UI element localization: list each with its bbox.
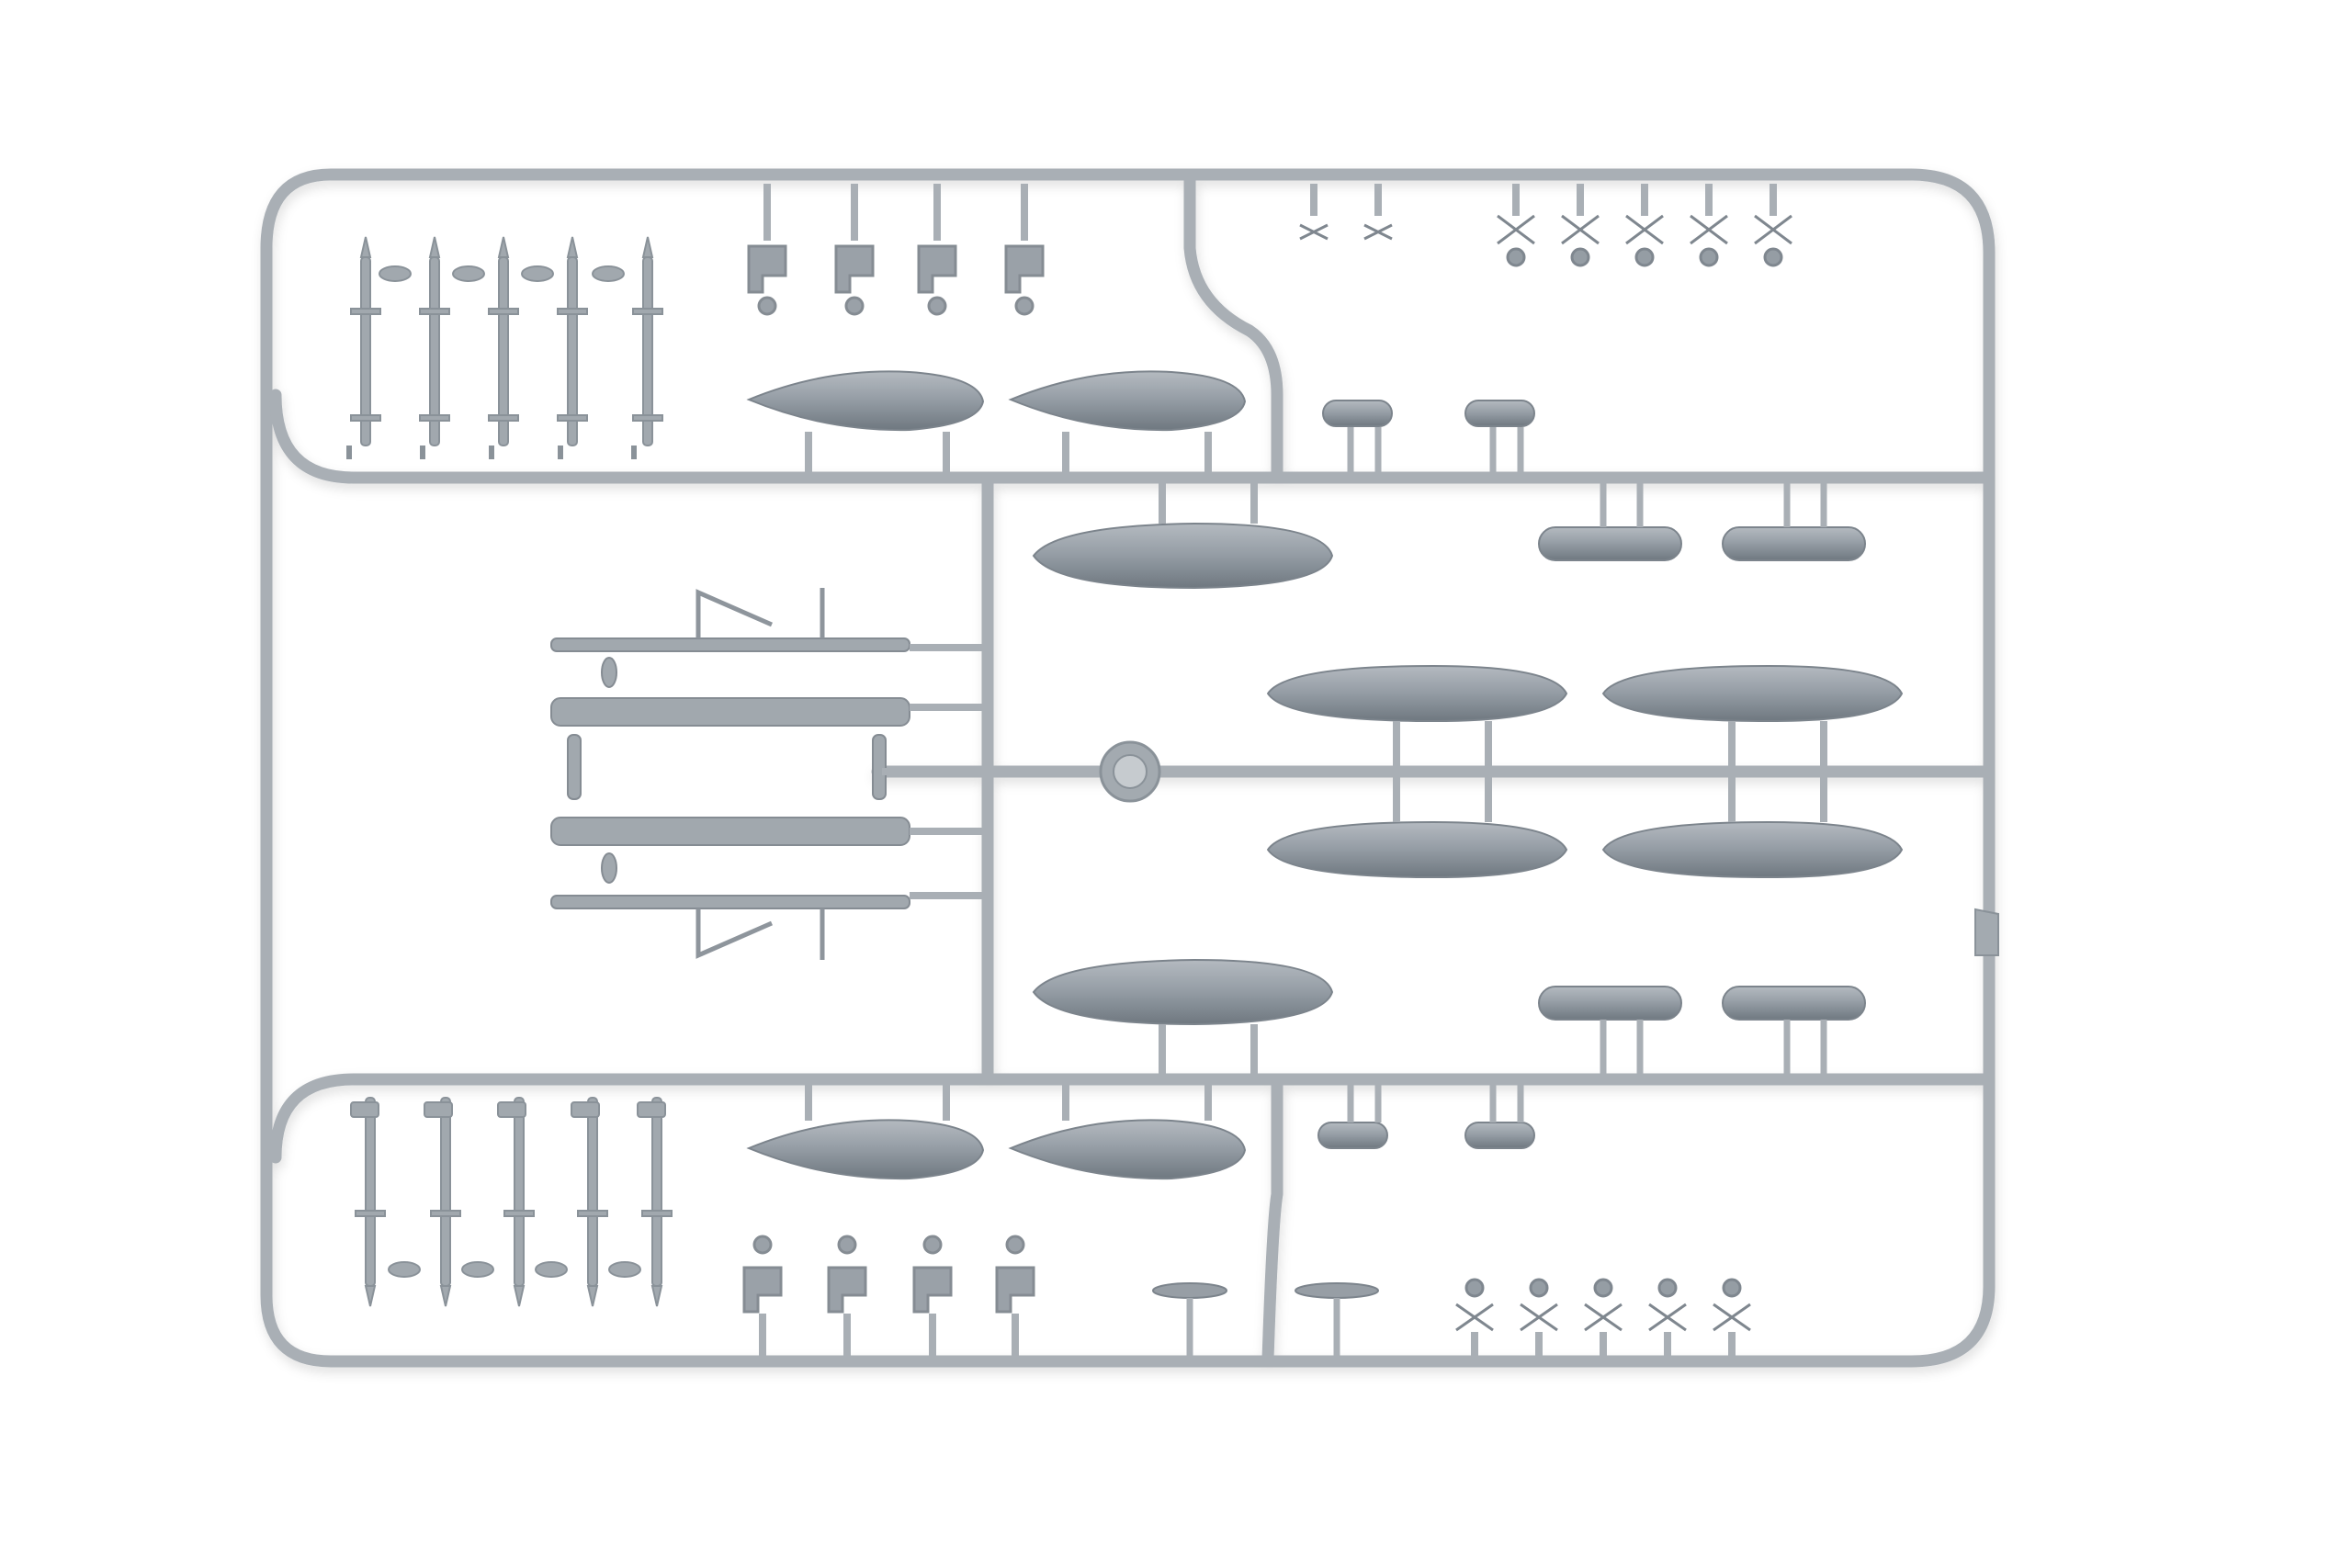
missile-10	[641, 1097, 673, 1307]
small-tanks	[1317, 400, 1866, 1149]
large-tank-1	[1266, 664, 1568, 723]
rail-2	[550, 697, 910, 727]
missile-1	[350, 236, 381, 446]
small-tank-4	[1464, 1122, 1535, 1149]
large-tanks	[1266, 664, 1904, 879]
missile-5	[632, 236, 663, 446]
medium-pod-1	[1538, 526, 1682, 561]
long-drop-tanks	[1032, 478, 1334, 1079]
small-tank-3	[1317, 1122, 1388, 1149]
pointed-tanks-bottom	[746, 1084, 1247, 1180]
medium-pod-4	[1722, 986, 1866, 1021]
bomb-fins-bottom	[1455, 1278, 1751, 1359]
missile-6	[355, 1097, 386, 1307]
medium-pod-3	[1538, 986, 1682, 1021]
pointed-tank-2	[1008, 370, 1247, 432]
missile-group-bottom	[350, 1097, 673, 1307]
large-tank-3	[1266, 820, 1568, 879]
long-tank-1	[1032, 522, 1334, 590]
torpedo-parts	[1152, 1282, 1379, 1358]
sprue-frame	[260, 168, 1996, 1368]
pointed-tank-3	[746, 1119, 985, 1180]
rail-3	[550, 817, 910, 846]
missile-4	[557, 236, 588, 446]
rail-1	[550, 637, 910, 652]
clamp-parts-bottom	[742, 1235, 1035, 1359]
edge-tab	[1974, 908, 1999, 956]
bomb-fins-top	[1299, 184, 1792, 267]
clamp-parts-top	[747, 184, 1045, 316]
pointed-tank-4	[1008, 1119, 1247, 1180]
center-hub	[1099, 740, 1161, 803]
missile-2	[419, 236, 450, 446]
missile-7	[430, 1097, 461, 1307]
pointed-tank-1	[746, 370, 985, 432]
large-tank-2	[1601, 664, 1904, 723]
medium-pod-2	[1722, 526, 1866, 561]
small-tank-1	[1322, 400, 1393, 427]
large-tank-4	[1601, 820, 1904, 879]
missile-8	[503, 1097, 535, 1307]
rail-parts	[550, 588, 988, 960]
missile-group-top	[346, 236, 663, 459]
small-tank-2	[1464, 400, 1535, 427]
missile-9	[577, 1097, 608, 1307]
long-tank-2	[1032, 958, 1334, 1026]
missile-3	[488, 236, 519, 446]
rail-4	[550, 895, 910, 909]
pointed-tanks-top	[746, 370, 1247, 473]
